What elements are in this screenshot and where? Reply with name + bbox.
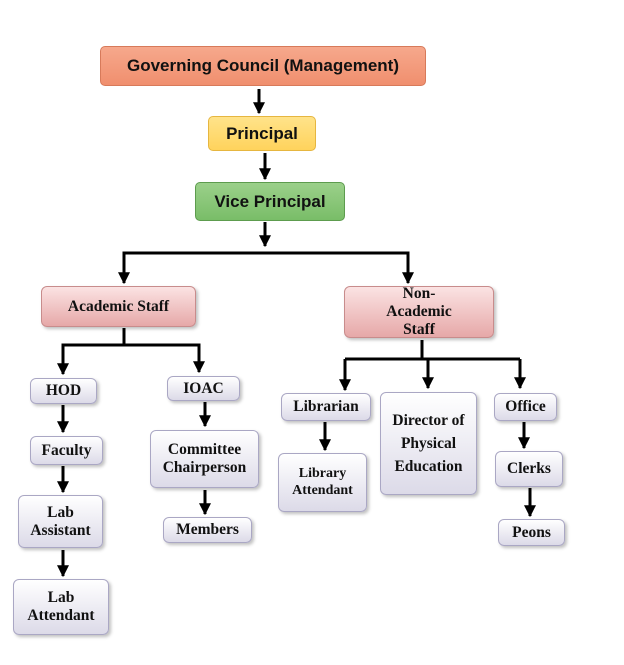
faculty-node: Faculty [30,436,103,465]
members-node: Members [163,517,252,543]
librarian-node: Librarian [281,393,371,421]
connector-to-hod [57,343,124,376]
academic-staff-node: Academic Staff [41,286,196,327]
connector-to-academic [118,251,265,285]
office-node: Office [494,393,557,421]
lab-assistant-node: Lab Assistant [18,495,103,548]
clerks-node: Clerks [495,451,563,487]
hod-node: HOD [30,378,97,404]
governing-council-node: Governing Council (Management) [100,46,426,86]
library-attendant-node: Library Attendant [278,453,367,512]
director-physical-education-node: Director of Physical Education [380,392,477,495]
lab-attendant-node: Lab Attendant [13,579,109,635]
peons-node: Peons [498,519,565,546]
principal-node: Principal [208,116,316,151]
non-academic-staff-node: Non-Academic Staff [344,285,494,338]
connector-to-non-academic [265,251,414,285]
ioac-node: IOAC [167,376,240,401]
vice-principal-node: Vice Principal [195,182,345,221]
connector-to-ioac [124,343,205,374]
committee-chairperson-node: Committee Chairperson [150,430,259,488]
